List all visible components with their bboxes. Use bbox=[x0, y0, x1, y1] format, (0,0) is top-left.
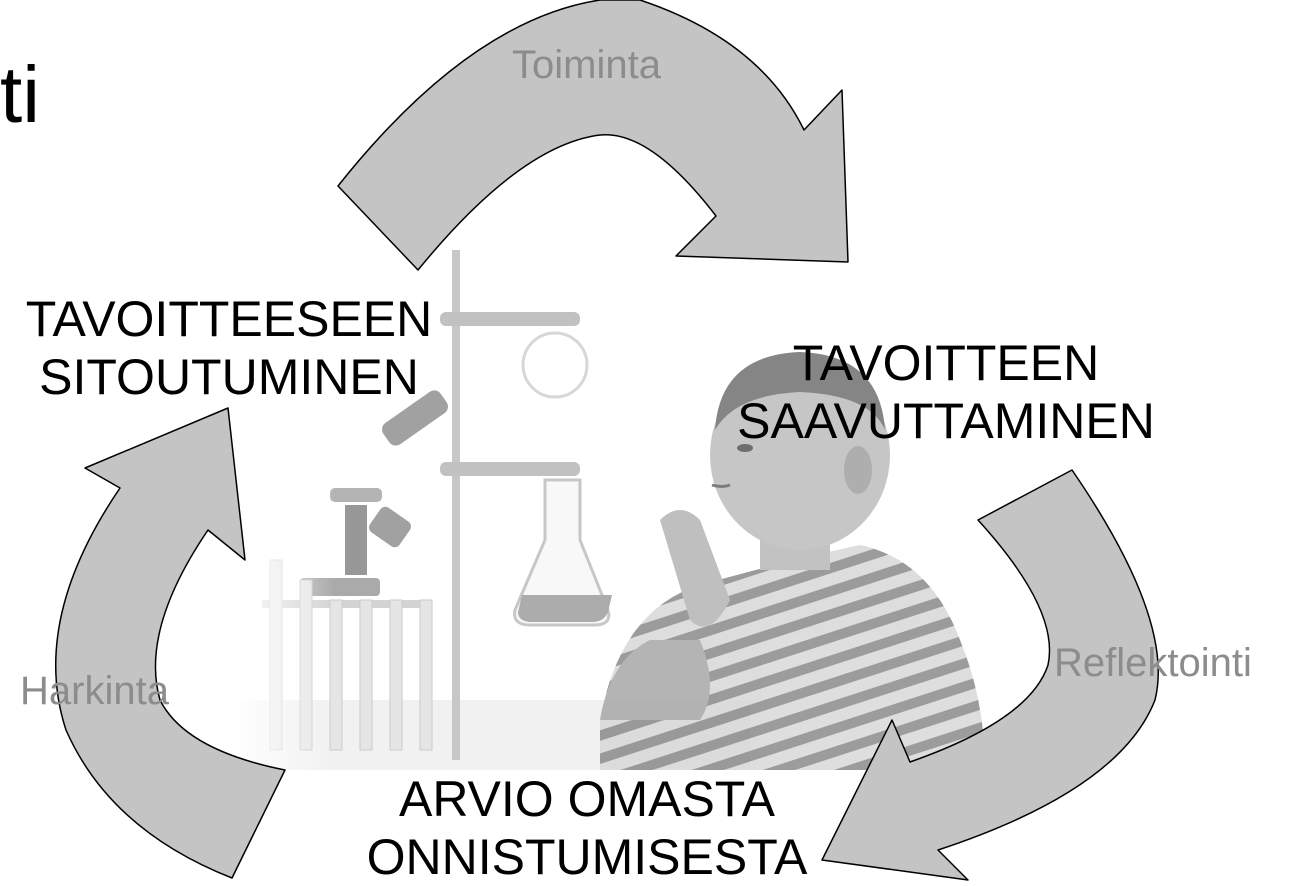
arrow-label-consideration: Harkinta bbox=[20, 669, 169, 713]
arrow-action bbox=[337, 0, 849, 271]
node-commitment-line2: SITOUTUMINEN bbox=[39, 349, 419, 405]
node-commitment: TAVOITTEESEEN SITOUTUMINEN bbox=[6, 290, 452, 406]
arrow-reflection bbox=[821, 469, 1159, 881]
node-achievement-line2: SAAVUTTAMINEN bbox=[737, 393, 1155, 449]
node-commitment-line1: TAVOITTEESEEN bbox=[25, 291, 433, 347]
boy-figure bbox=[600, 352, 985, 770]
node-achievement: TAVOITTEEN SAAVUTTAMINEN bbox=[716, 334, 1176, 450]
slide-title-fragment: ti bbox=[0, 50, 40, 139]
node-evaluation-line1: ARVIO OMASTA bbox=[398, 771, 775, 827]
node-evaluation-line2: ONNISTUMISESTA bbox=[366, 829, 808, 885]
node-achievement-line1: TAVOITTEEN bbox=[792, 335, 1100, 391]
title-fragment-top bbox=[0, 0, 24, 8]
arrow-label-reflection: Reflektointi bbox=[1054, 641, 1252, 685]
arrow-consideration bbox=[54, 407, 286, 879]
node-evaluation: ARVIO OMASTA ONNISTUMISESTA bbox=[352, 770, 822, 886]
arrow-label-action: Toiminta bbox=[512, 43, 661, 87]
